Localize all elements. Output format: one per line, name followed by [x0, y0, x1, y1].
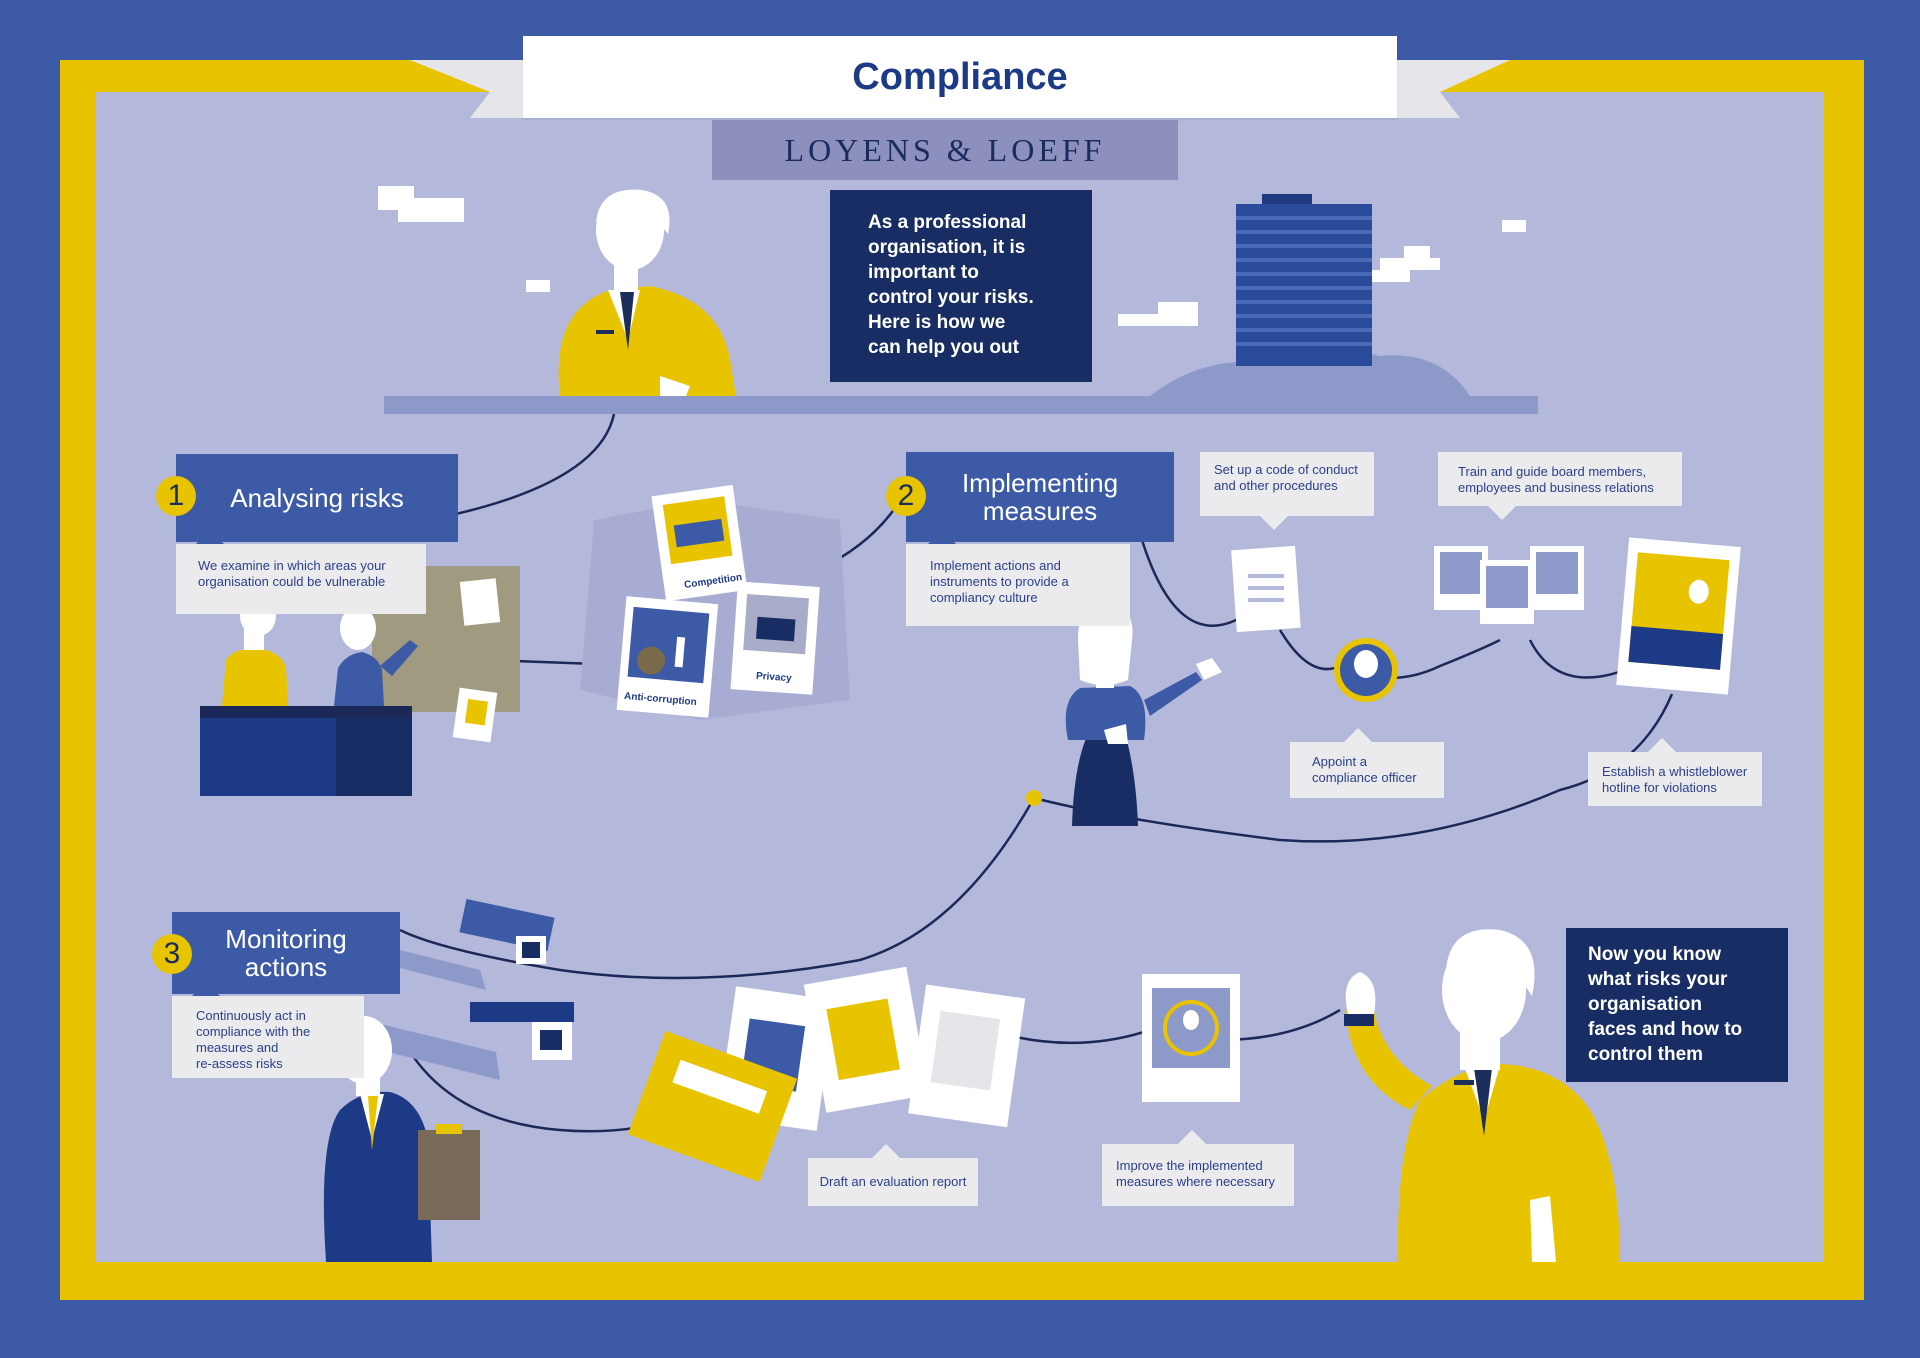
path-dot-icon — [1026, 790, 1042, 806]
cloud-icons — [378, 186, 1526, 326]
step-3-title: Monitoring actions — [225, 924, 347, 982]
measures-illustration — [1231, 537, 1741, 702]
page-title: Compliance — [852, 55, 1068, 98]
callout-improve-measures: Improve the implemented measures where n… — [1102, 1130, 1294, 1206]
outro-box: Now you know what risks your organisatio… — [1566, 928, 1788, 1082]
man-top-illustration — [558, 189, 736, 396]
risk-cards-illustration — [580, 484, 850, 720]
step-2-number-badge: 2 — [886, 476, 926, 516]
step-2-description: Implement actions and instruments to pro… — [906, 530, 1130, 626]
step-1-description: We examine in which areas your organisat… — [176, 530, 426, 614]
step-3-description: Continuously act in compliance with the … — [172, 982, 364, 1078]
security-camera-icons — [364, 899, 574, 1080]
report-documents-illustration — [627, 966, 1240, 1183]
outro-text: Now you know what risks your organisatio… — [1588, 944, 1743, 1065]
brand-logo: LOYENS & LOEFF — [712, 120, 1178, 180]
ledge-icon — [384, 396, 1538, 414]
callout-code-of-conduct: Set up a code of conduct and other proce… — [1200, 452, 1374, 530]
brand-name: LOYENS & LOEFF — [784, 131, 1106, 168]
step-2-header: Implementing measures — [906, 452, 1174, 542]
title-banner: Compliance — [523, 36, 1397, 118]
ribbon-right-icon — [1397, 60, 1510, 118]
skyscraper-icon — [1236, 194, 1372, 366]
man-bottom-illustration — [1344, 929, 1620, 1262]
woman-presenter-illustration — [1065, 601, 1222, 826]
callout-whistleblower: Establish a whistleblower hotline for vi… — [1588, 738, 1762, 806]
man-clipboard-illustration — [323, 1016, 480, 1262]
step-2-title: Implementing measures — [961, 468, 1119, 526]
callout-train-guide: Train and guide board members, employees… — [1438, 452, 1682, 520]
ribbon-left-icon — [410, 60, 523, 118]
step-1-title: Analysing risks — [230, 483, 404, 513]
step-1-number-badge: 1 — [156, 476, 196, 516]
intro-box: As a professional organisation, it is im… — [830, 190, 1092, 382]
intro-text: As a professional organisation, it is im… — [868, 212, 1034, 358]
callout-compliance-officer: Appoint a compliance officer — [1290, 728, 1444, 798]
hill-icon — [1150, 349, 1470, 396]
step-1-header: Analysing risks — [176, 454, 458, 542]
step-3-header: Monitoring actions — [172, 912, 400, 994]
callout-evaluation-report: Draft an evaluation report — [808, 1144, 978, 1206]
step-3-number-badge: 3 — [152, 934, 192, 974]
